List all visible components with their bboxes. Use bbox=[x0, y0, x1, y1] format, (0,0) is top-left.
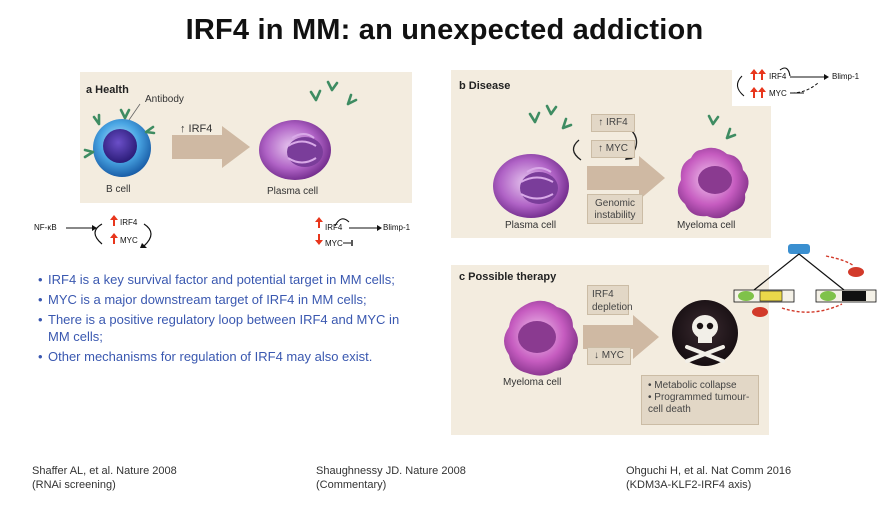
citation-line: Shaughnessy JD. Nature 2008 bbox=[316, 465, 466, 477]
bullet-item: Other mechanisms for regulation of IRF4 … bbox=[38, 348, 408, 365]
plasma-cell-label: Plasma cell bbox=[267, 186, 319, 197]
citation-line: (KDM3A-KLF2-IRF4 axis) bbox=[626, 479, 752, 491]
irf4-depletion-box: IRF4 depletion bbox=[587, 285, 633, 315]
outcome-item: • Programmed tumour-cell death bbox=[648, 392, 750, 415]
key-points-list: IRF4 is a key survival factor and potent… bbox=[38, 271, 408, 368]
disease-plasma-label: Plasma cell bbox=[505, 220, 557, 231]
irf4-depletion-text: IRF4 depletion bbox=[592, 289, 633, 313]
panel-therapy: c Possible therapy IRF4 depletion ↓ MYC … bbox=[451, 265, 769, 435]
pathway-diagram bbox=[733, 244, 877, 317]
therapy-myc-text: ↓ MYC bbox=[594, 350, 624, 361]
therapy-outcomes-box: • Metabolic collapse • Programmed tumour… bbox=[641, 375, 759, 425]
genomic-instability-text: Genomic instability bbox=[594, 198, 636, 221]
citation-shaffer: Shaffer AL, et al. Nature 2008 (RNAi scr… bbox=[32, 464, 177, 492]
citation-line: (RNAi screening) bbox=[32, 479, 116, 491]
outcome-text: Metabolic collapse bbox=[654, 380, 737, 391]
blimp-top-arrows bbox=[736, 67, 829, 98]
panel-disease: b Disease ↑ IRF4 ↑ MYC Genomic bbox=[451, 70, 771, 238]
blimp-loop-inset: IRF4 MYC Blimp-1 bbox=[313, 214, 413, 254]
bullet-item: IRF4 is a key survival factor and potent… bbox=[38, 271, 408, 288]
citation-shaughnessy: Shaughnessy JD. Nature 2008 (Commentary) bbox=[316, 464, 466, 492]
therapy-myeloma-label: Myeloma cell bbox=[503, 377, 562, 388]
citation-line: Shaffer AL, et al. Nature 2008 bbox=[32, 465, 177, 477]
blimp-small-irf4: IRF4 bbox=[325, 223, 343, 232]
bullet-item: There is a positive regulatory loop betw… bbox=[38, 311, 408, 345]
nfkb-loop-arrows bbox=[66, 215, 152, 248]
blimp-loop-top-inset: IRF4 MYC Blimp-1 bbox=[732, 66, 882, 106]
slide-title: IRF4 in MM: an unexpected addiction bbox=[185, 14, 704, 46]
disease-myc-text: ↑ MYC bbox=[598, 143, 628, 154]
panel-health: a Health Antibody bbox=[80, 72, 412, 203]
blimp-small-blimp: Blimp-1 bbox=[383, 223, 411, 232]
disease-irf4-text: ↑ IRF4 bbox=[598, 117, 628, 128]
health-arrow-label: ↑ IRF4 bbox=[180, 123, 213, 135]
blimp-top-irf4: IRF4 bbox=[769, 72, 787, 81]
therapy-illustration bbox=[504, 300, 738, 376]
disease-illustration bbox=[493, 104, 749, 219]
outcome-item: • Metabolic collapse bbox=[648, 380, 737, 391]
panel-therapy-label: c Possible therapy bbox=[459, 271, 557, 283]
blimp-loop-arrows bbox=[315, 217, 382, 246]
nfkb-label: NF-κB bbox=[34, 223, 57, 232]
nfkb-loop-inset: NF-κB IRF4 MYC bbox=[34, 214, 184, 254]
citation-line: (Commentary) bbox=[316, 479, 387, 491]
genomic-instability-box: Genomic instability bbox=[587, 194, 643, 224]
panel-disease-label: b Disease bbox=[459, 80, 511, 92]
antibody-label: Antibody bbox=[145, 94, 184, 105]
health-illustration bbox=[83, 80, 358, 180]
blimp-top-myc: MYC bbox=[769, 89, 787, 98]
disease-arrow bbox=[587, 156, 665, 200]
bullet-item: MYC is a major downstream target of IRF4… bbox=[38, 291, 408, 308]
blimp-top-blimp: Blimp-1 bbox=[832, 72, 860, 81]
citation-ohguchi: Ohguchi H, et al. Nat Comm 2016 (KDM3A-K… bbox=[626, 464, 791, 492]
disease-irf4-box: ↑ IRF4 bbox=[591, 114, 635, 132]
citation-line: Ohguchi H, et al. Nat Comm 2016 bbox=[626, 465, 792, 477]
disease-myc-box: ↑ MYC bbox=[591, 140, 635, 158]
nfkb-myc-label: MYC bbox=[120, 236, 138, 245]
bcell-label: B cell bbox=[106, 184, 131, 195]
disease-myeloma-label: Myeloma cell bbox=[677, 220, 736, 231]
nfkb-irf4-label: IRF4 bbox=[120, 218, 138, 227]
therapy-myc-box: ↓ MYC bbox=[587, 347, 631, 365]
panel-health-label: a Health bbox=[86, 84, 129, 96]
health-arrow bbox=[172, 126, 250, 168]
blimp-small-myc: MYC bbox=[325, 239, 343, 248]
outcome-text: Programmed tumour-cell death bbox=[648, 392, 750, 415]
